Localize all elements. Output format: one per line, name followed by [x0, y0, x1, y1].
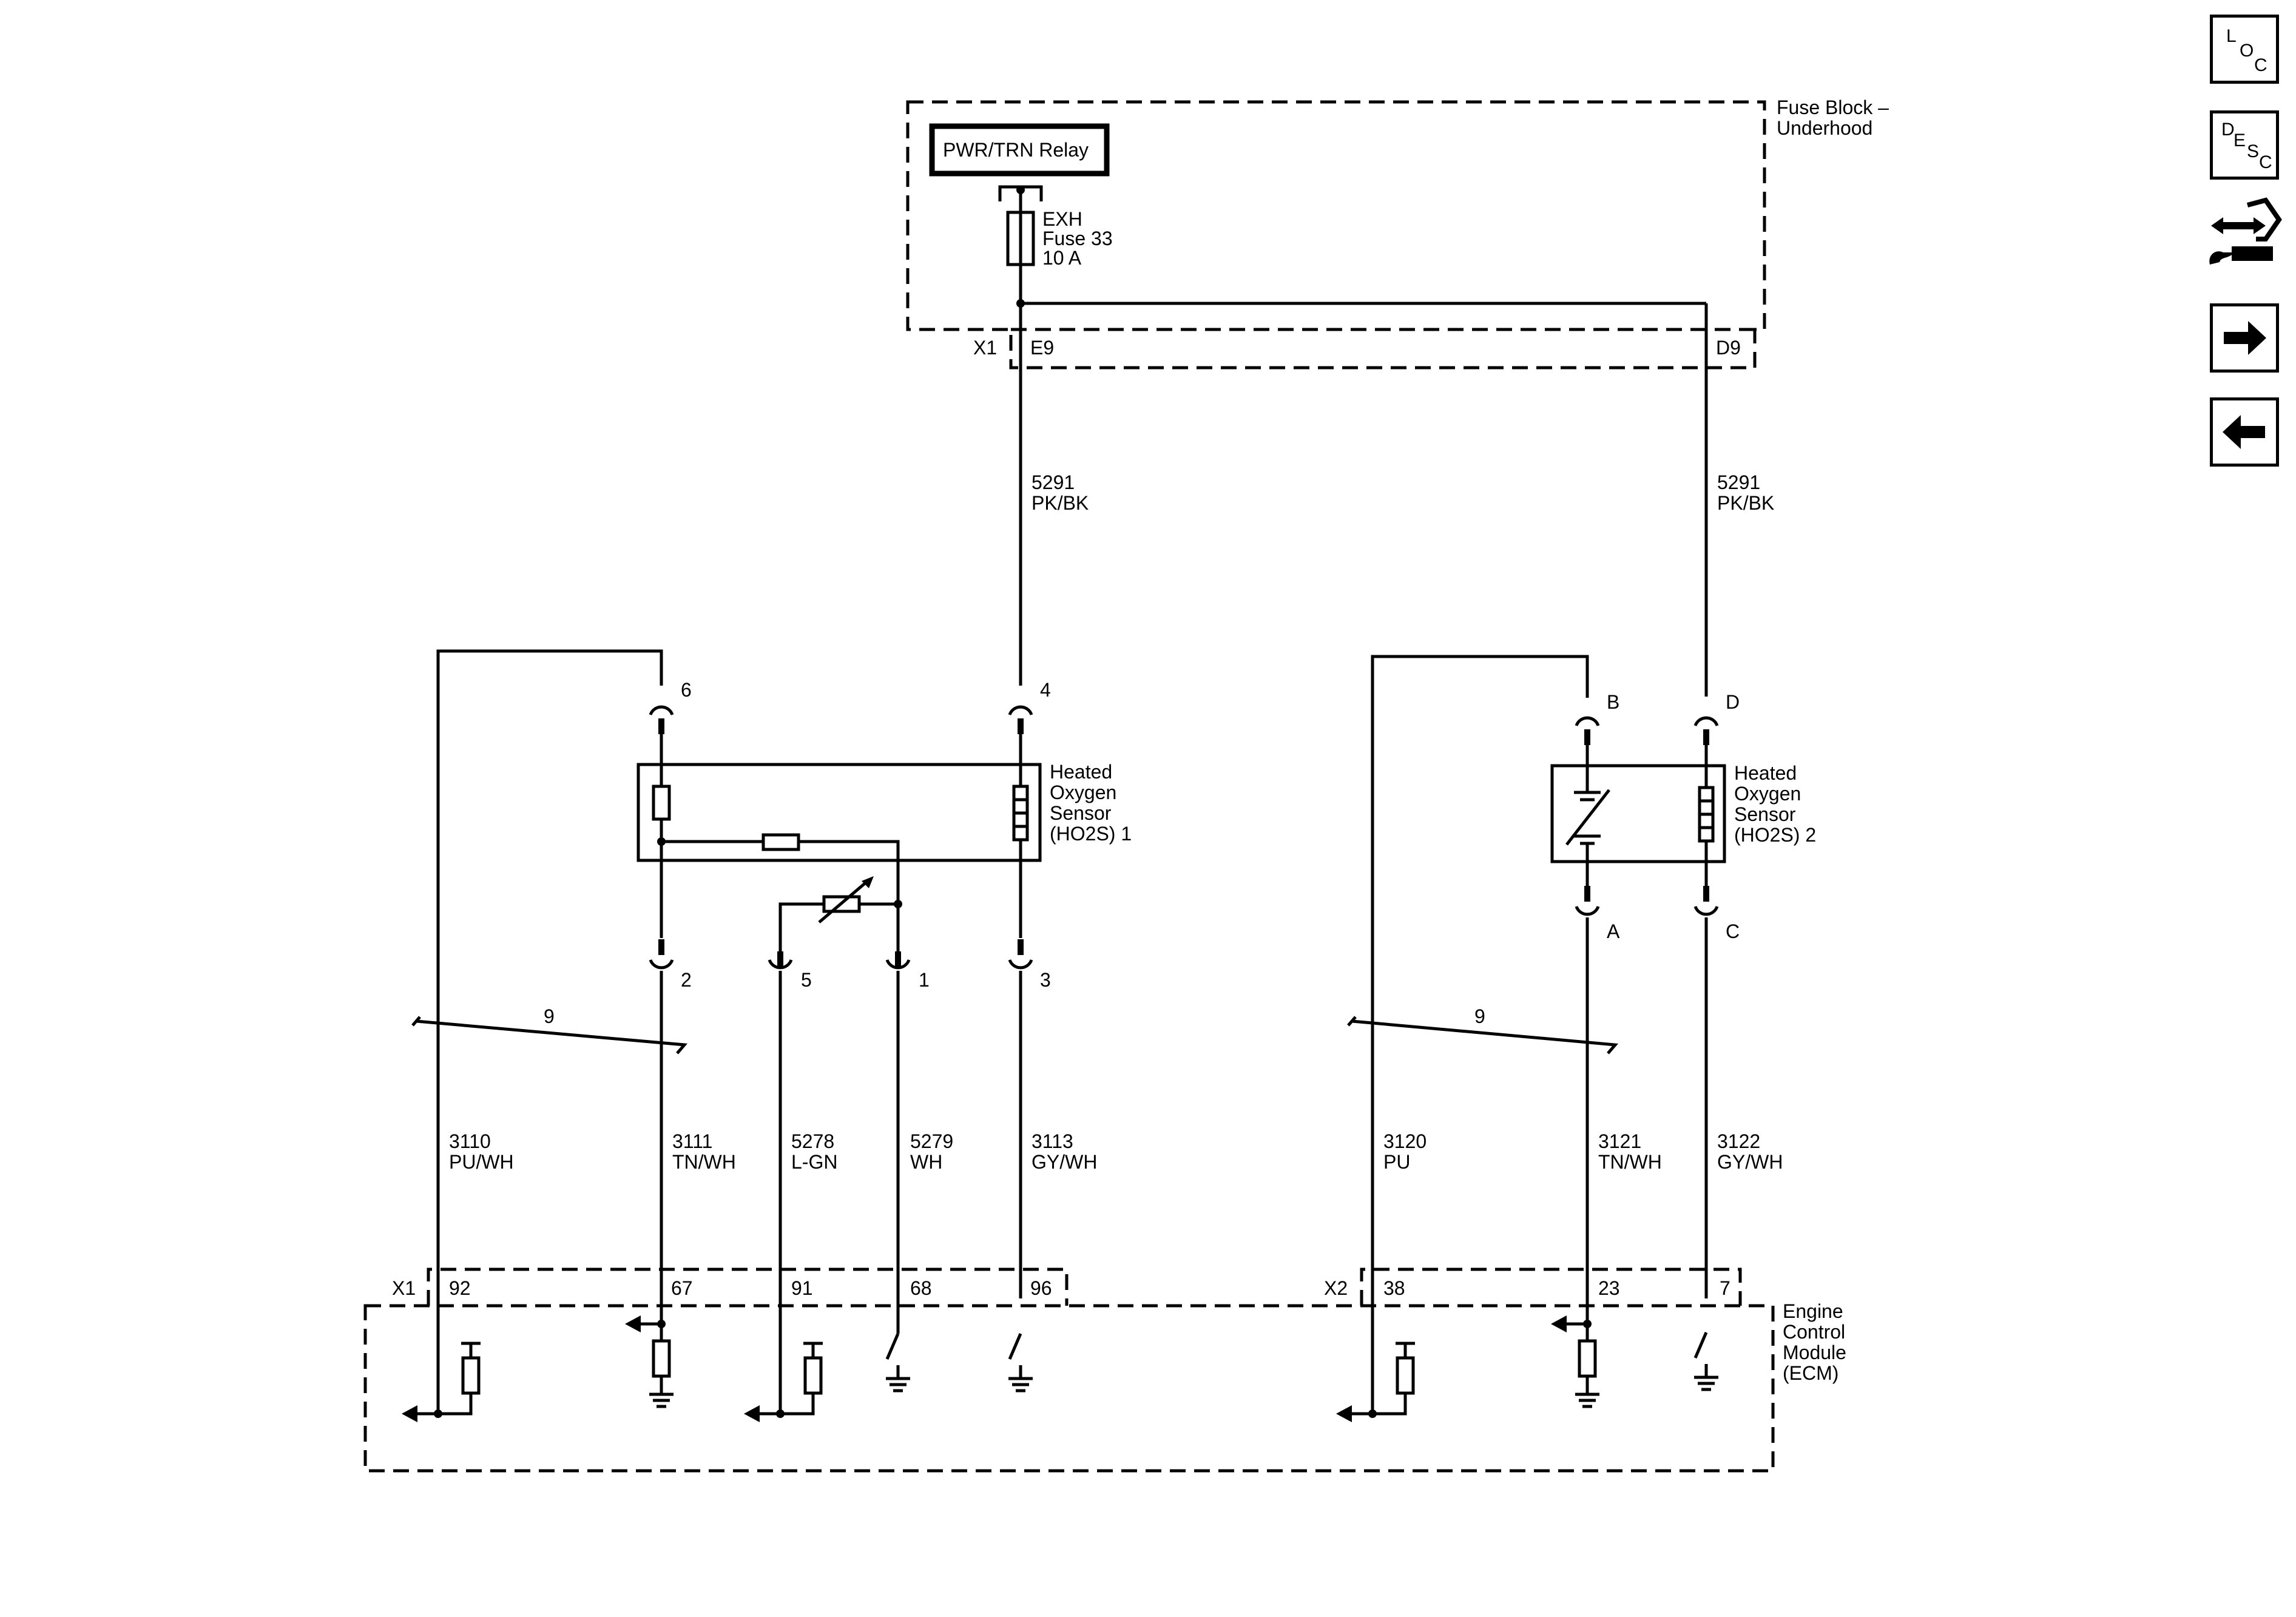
loc-button[interactable]: L O C [2210, 15, 2279, 84]
wire-5278-color: L-GN [791, 1151, 837, 1173]
back-arrow-icon [2223, 415, 2265, 449]
wire-3121-color: TN/WH [1598, 1151, 1662, 1173]
ecm-connector-x2 [1360, 1268, 1742, 1306]
supply-right-color: PK/BK [1717, 492, 1774, 514]
ecm-pin-38: 38 [1383, 1277, 1405, 1299]
supply-left-circuit: 5291 [1032, 471, 1075, 493]
s1-pin-6: 6 [681, 679, 692, 701]
ecm-pin-92: 92 [449, 1277, 471, 1299]
repair-icon [2209, 197, 2282, 265]
s2-label-3: Sensor [1734, 803, 1796, 825]
back-button[interactable] [2210, 397, 2279, 467]
ecm-pin-91: 91 [791, 1277, 813, 1299]
ecm-label-1: Engine [1783, 1300, 1843, 1322]
fuse-connector-x1: X1 [973, 337, 997, 359]
desc-button[interactable]: D E S C [2210, 110, 2279, 180]
ecm-pin-68: 68 [910, 1277, 932, 1299]
wire-3111-circuit: 3111 [672, 1130, 712, 1152]
s1-pin-5: 5 [801, 969, 812, 991]
s1-label-4: (HO2S) 1 [1050, 823, 1132, 845]
wire-5279-color: WH [910, 1151, 942, 1173]
relay-box [929, 123, 1110, 177]
relay-label: PWR/TRN Relay [943, 139, 1089, 161]
wire-3120-circuit: 3120 [1383, 1130, 1427, 1152]
ecm-x2-label: X2 [1324, 1277, 1348, 1299]
next-button[interactable] [2210, 303, 2279, 373]
s1-bottom-connectors [649, 939, 1033, 970]
wire-3122-circuit: 3122 [1717, 1130, 1760, 1152]
ecm-outline [363, 1304, 1775, 1473]
s2-label-4: (HO2S) 2 [1734, 824, 1816, 846]
ecm-label-2: Control [1783, 1321, 1845, 1343]
ho2s-1: 6 4 Heated Oxygen Sensor (HO2S) 1 [411, 649, 1132, 1414]
bank1-wire-labels: 3110 PU/WH 3111 TN/WH 5278 L-GN 5279 WH … [449, 1130, 1097, 1173]
s1-label-3: Sensor [1050, 802, 1112, 824]
wire-3111-color: TN/WH [672, 1151, 736, 1173]
s1-pin-3: 3 [1040, 969, 1051, 991]
s2-pin-d: D [1726, 691, 1740, 713]
fuse-label-1: EXH [1042, 208, 1082, 230]
wire-3113-circuit: 3113 [1032, 1130, 1073, 1152]
wire-3110-color: PU/WH [449, 1151, 514, 1173]
fuse-block: Fuse Block – Underhood PWR/TRN Relay EXH… [906, 96, 1889, 697]
wire-5279-circuit: 5279 [910, 1130, 953, 1152]
ecm-label-4: (ECM) [1783, 1362, 1838, 1384]
s2-pin-b: B [1607, 691, 1619, 713]
s1-housing [636, 763, 1042, 862]
ecm-pin-67: 67 [671, 1277, 693, 1299]
ho2s-2: B D Heated Oxygen Sensor (HO2S) 2 A C [1347, 655, 1816, 1414]
repair-button[interactable] [2205, 197, 2284, 275]
s2-housing [1550, 764, 1726, 863]
wire-3121-circuit: 3121 [1598, 1130, 1641, 1152]
s2-label-1: Heated [1734, 762, 1797, 784]
s1-pin-1: 1 [919, 969, 930, 991]
fuse-pin-e9: E9 [1030, 337, 1054, 359]
fuse-block-title-2: Underhood [1777, 117, 1872, 139]
wire-3113-color: GY/WH [1032, 1151, 1097, 1173]
s1-pin-2: 2 [681, 969, 692, 991]
s1-label-1: Heated [1050, 761, 1112, 783]
ecm-x1-label: X1 [392, 1277, 416, 1299]
supply-right-circuit: 5291 [1717, 471, 1760, 493]
s2-pin-a: A [1607, 920, 1620, 942]
s1-pin-4: 4 [1040, 679, 1051, 701]
s2-label-2: Oxygen [1734, 783, 1801, 805]
ecm-label-3: Module [1783, 1342, 1846, 1363]
ecm-connector-x1 [427, 1268, 1069, 1306]
ecm-pin-23: 23 [1598, 1277, 1620, 1299]
fuse-label-2: Fuse 33 [1042, 228, 1113, 249]
wire-3110-circuit: 3110 [449, 1130, 491, 1152]
wire-5278-circuit: 5278 [791, 1130, 834, 1152]
s2-shield-label: 9 [1474, 1005, 1485, 1027]
next-arrow-icon [2224, 321, 2266, 355]
ecm-pin-7: 7 [1720, 1277, 1730, 1299]
ecm: Engine Control Module (ECM) X1 92 67 91 … [363, 1268, 1846, 1473]
fuse-label-3: 10 A [1042, 247, 1082, 269]
s1-shield-label: 9 [544, 1005, 555, 1027]
supply-left-color: PK/BK [1032, 492, 1089, 514]
fuse-block-outline [906, 100, 1766, 370]
bank2-wire-labels: 3120 PU 3121 TN/WH 3122 GY/WH [1383, 1130, 1783, 1173]
s2-pin-c: C [1726, 920, 1740, 942]
wire-3120-color: PU [1383, 1151, 1410, 1173]
s1-label-2: Oxygen [1050, 781, 1116, 803]
fuse-block-title-1: Fuse Block – [1777, 96, 1889, 118]
wire-3122-color: GY/WH [1717, 1151, 1783, 1173]
fuse-pin-d9: D9 [1716, 337, 1741, 359]
ecm-pin-96: 96 [1030, 1277, 1052, 1299]
